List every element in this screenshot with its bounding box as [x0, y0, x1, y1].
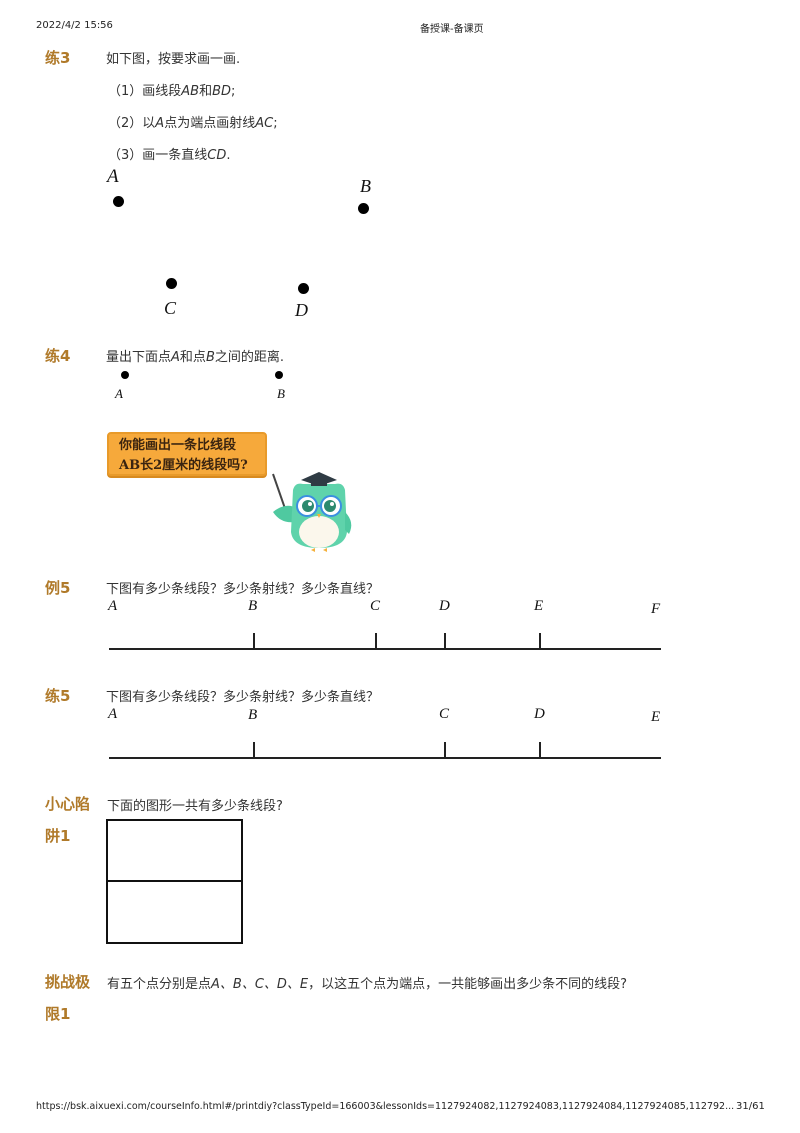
tick-c	[444, 742, 446, 758]
math-text: BD	[212, 84, 232, 99]
point-c	[166, 278, 177, 289]
point-a	[121, 371, 129, 379]
challenge-prompt: 有五个点分别是点A、B、C、D、E，以这五个点为端点，一共能够画出多少条不同的线…	[107, 973, 627, 992]
page-title: 备授课-备课页	[420, 24, 484, 35]
prompt-text: 量出下面点	[106, 350, 172, 365]
example-label-5: 例5	[45, 579, 71, 597]
point-label-c: C	[164, 298, 177, 318]
tick-d	[444, 633, 446, 649]
exercise-label-5: 练5	[45, 687, 71, 705]
point-label-d: D	[534, 706, 545, 722]
point-label-b: B	[248, 707, 258, 723]
prompt-text: ，以这五个点为端点，一共能够画出多少条不同的线段?	[308, 977, 628, 992]
item-text: （3）画一条直线	[108, 148, 208, 163]
tick-c	[375, 633, 377, 649]
point-label-f: F	[651, 601, 661, 617]
item-text: .	[226, 148, 231, 163]
exercise-3-item-3: （3）画一条直线CD.	[108, 144, 231, 163]
point-a	[113, 196, 124, 207]
math-text: AB	[181, 84, 200, 99]
point-label-e: E	[534, 598, 544, 614]
example-5-prompt: 下图有多少条线段？多少条射线？多少条直线？	[106, 582, 380, 597]
trap-label-line-2: 阱1	[45, 827, 71, 845]
tick-b	[253, 633, 255, 649]
exercise-4-prompt: 量出下面点A和点B之间的距离.	[106, 346, 284, 365]
bubble-text-line-1: 你能画出一条比线段	[119, 438, 237, 453]
challenge-label-line-2: 限1	[45, 1005, 71, 1023]
exercise-label-4: 练4	[45, 347, 71, 365]
point-label-c: C	[370, 598, 381, 614]
point-d	[298, 283, 309, 294]
math-text: CD	[207, 148, 227, 163]
page-url: https://bsk.aixuexi.com/courseInfo.html#…	[36, 1101, 735, 1112]
point-label-a: A	[115, 386, 123, 401]
number-line	[109, 757, 661, 759]
math-text: A	[155, 116, 165, 131]
trap-prompt: 下面的图形一共有多少条线段?	[107, 799, 283, 814]
page-number: 31/61	[736, 1101, 765, 1112]
tick-b	[253, 742, 255, 758]
item-text: ;	[273, 116, 278, 131]
point-label-a: A	[108, 598, 118, 614]
math-text: B	[205, 350, 215, 365]
tick-e	[539, 633, 541, 649]
point-label-d: D	[295, 300, 308, 320]
print-datetime: 2022/4/2 15:56	[36, 20, 113, 31]
number-line	[109, 648, 661, 650]
hint-speech-bubble: 你能画出一条比线段 AB长2厘米的线段吗?	[107, 432, 267, 476]
point-label-b: B	[248, 598, 258, 614]
point-label-e: E	[651, 709, 661, 725]
point-label-d: D	[439, 598, 450, 614]
bubble-text-line-2: AB长2厘米的线段吗?	[119, 458, 248, 473]
item-text: 点为端点画射线	[164, 116, 256, 131]
rectangle-divider	[106, 880, 243, 882]
math-text: A	[171, 350, 180, 365]
exercise-5-prompt: 下图有多少条线段？多少条射线？多少条直线？	[106, 690, 380, 705]
point-label-b: B	[277, 386, 285, 401]
prompt-text: 之间的距离.	[214, 350, 284, 365]
exercise-3-item-1: （1）画线段AB和BD;	[108, 80, 235, 99]
exercise-label-3: 练3	[45, 49, 71, 67]
point-label-a: A	[108, 706, 118, 722]
math-text: A、B、C、D、E	[211, 977, 309, 992]
math-text: AC	[255, 116, 274, 131]
tick-d	[539, 742, 541, 758]
point-label-a: A	[107, 166, 119, 187]
point-b	[275, 371, 283, 379]
challenge-label-line-1: 挑战极	[45, 973, 91, 991]
exercise-3-item-2: （2）以A点为端点画射线AC;	[108, 112, 278, 131]
exercise-3-prompt: 如下图，按要求画一画.	[106, 52, 241, 67]
item-text: （1）画线段	[108, 84, 182, 99]
trap-label-line-1: 小心陷	[45, 795, 91, 813]
owl-mascot-icon	[272, 472, 352, 552]
point-b	[358, 203, 369, 214]
prompt-text: 和点	[179, 350, 206, 365]
item-text: ;	[231, 84, 236, 99]
point-label-b: B	[360, 176, 371, 196]
item-text: 和	[199, 84, 213, 99]
prompt-text: 有五个点分别是点	[107, 977, 212, 992]
point-label-c: C	[439, 706, 450, 722]
item-text: （2）以	[108, 116, 156, 131]
